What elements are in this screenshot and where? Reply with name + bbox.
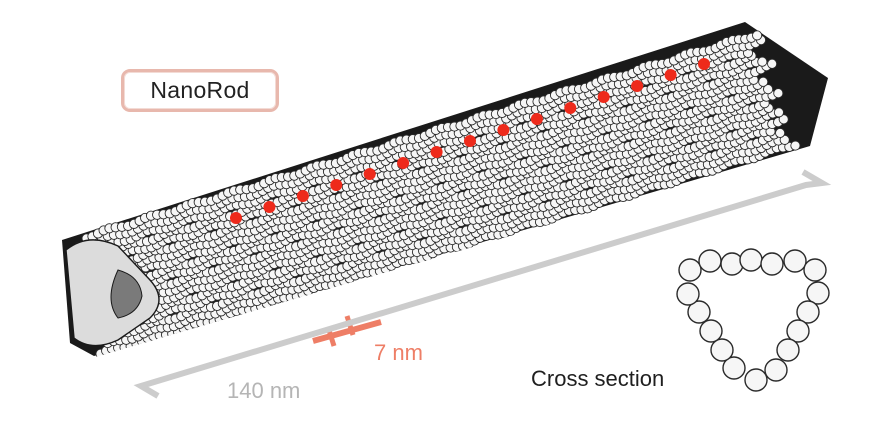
cross-section-circle — [806, 281, 830, 305]
cross-section-circle — [744, 368, 768, 392]
cross-section-circle — [760, 252, 784, 276]
helix-strand — [81, 30, 763, 244]
cross-section-diagram — [676, 248, 830, 392]
marker-dot — [497, 124, 510, 136]
rod-end-cap — [65, 239, 160, 347]
marker-dot — [363, 168, 376, 180]
marker-dot — [397, 157, 410, 169]
cross-section-circle — [687, 300, 711, 324]
marker-dot — [664, 69, 677, 81]
cross-section-circle — [720, 252, 744, 276]
marker-dot — [564, 102, 577, 114]
cross-section-circle — [783, 249, 807, 273]
cross-section-circle — [710, 338, 734, 362]
cross-section-circle — [739, 248, 763, 272]
width-label: 7 nm — [374, 340, 423, 365]
cross-section-circle — [699, 319, 723, 343]
helix-strand — [84, 88, 784, 304]
cross-section-label: Cross section — [531, 366, 665, 391]
marker-dots — [230, 58, 710, 224]
marker-dot — [631, 80, 644, 92]
cross-section-circle — [803, 258, 827, 282]
cross-section-circle — [796, 300, 820, 324]
marker-dot — [597, 91, 610, 103]
cross-section-circle — [678, 258, 702, 282]
marker-dot — [530, 113, 543, 125]
cross-section-circle — [776, 338, 800, 362]
cross-section-circle — [786, 319, 810, 343]
length-scale-bar — [133, 169, 832, 399]
marker-dot — [698, 58, 710, 70]
cross-section-circle — [676, 282, 700, 306]
helix-bundle — [65, 30, 801, 358]
length-label: 140 nm — [227, 378, 301, 403]
cross-section-circle — [722, 356, 746, 380]
nanorod-title-badge: NanoRod — [121, 69, 279, 112]
marker-dot — [296, 190, 309, 202]
cross-section-circle — [698, 249, 722, 273]
marker-dot — [464, 135, 476, 147]
nanorod-bundle — [62, 22, 828, 358]
marker-dot — [230, 212, 242, 224]
marker-dot — [430, 146, 443, 158]
cross-section-circle — [764, 358, 788, 382]
marker-dot — [263, 201, 276, 213]
marker-dot — [330, 179, 343, 191]
nanorod-title: NanoRod — [150, 77, 250, 103]
